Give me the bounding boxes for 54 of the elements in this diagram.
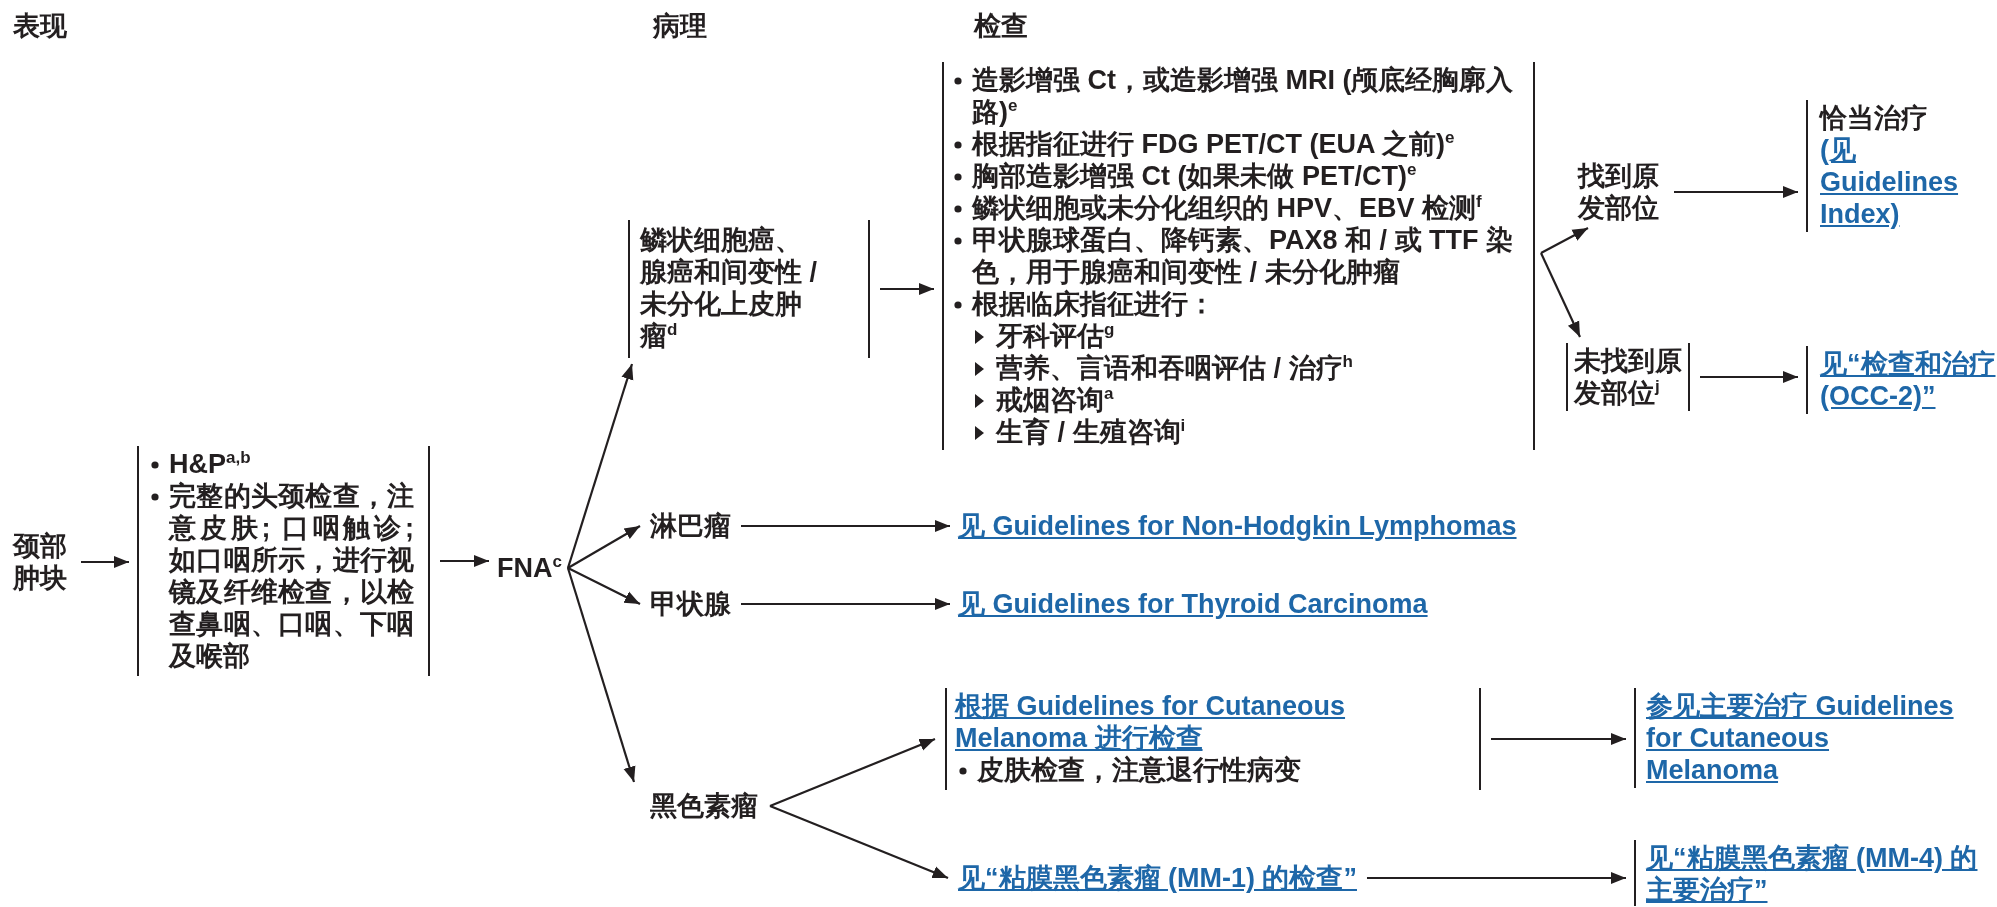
step-label: FNA$^{c}$ — [497, 552, 562, 584]
bracket-box — [628, 220, 870, 358]
column-heading: 病理 — [653, 10, 707, 42]
bullet-item: 皮肤检查，注意退行性病变 — [977, 754, 1302, 786]
bullet-item: 根据临床指征进行： — [972, 288, 1216, 320]
bullet-item: 完整的头颈检查，注意皮肤; 口咽触诊; 如口咽所示，进行视镜及纤维检查，以检查鼻咽、口咽、下咽及喉部 — [169, 480, 414, 672]
bullet-item: 鳞状细胞或未分化组织的 HPV、EBV 检测$^{f}$ — [972, 192, 1483, 224]
arrow — [1540, 227, 1589, 254]
arrow — [769, 805, 949, 879]
link-text: 根据 Guidelines for Cutaneous Melanoma 进行检查 — [955, 690, 1347, 754]
bracket-box — [137, 446, 430, 676]
sub-item: 戒烟咨询$^{a}$ — [996, 384, 1115, 416]
arrow — [81, 555, 129, 569]
arrow — [1700, 370, 1798, 384]
arrow — [1674, 185, 1798, 199]
link-text: 参见主要治疗 Guidelines for Cutaneous Melanoma — [1646, 690, 1955, 786]
link-text: (见 Guidelines Index) — [1820, 134, 1960, 230]
arrow — [1367, 871, 1626, 885]
arrow — [880, 282, 934, 296]
bullet-item: 甲状腺球蛋白、降钙素、PAX8 和 / 或 TTF 染色，用于腺癌和间变性 / 未分化肿瘤 — [972, 224, 1514, 288]
bracket-box — [1566, 343, 1690, 411]
column-heading: 表现 — [13, 10, 67, 42]
link-text: 见 Guidelines for Non-Hodgkin Lymphomas — [958, 510, 1517, 542]
arrow — [567, 567, 641, 605]
link-text: 见“粘膜黑色素瘤 (MM-4) 的主要治疗” — [1646, 842, 1979, 906]
arrow — [567, 525, 641, 569]
arrow — [741, 597, 950, 611]
sub-item: 生育 / 生殖咨询$^{i}$ — [996, 416, 1187, 448]
step-label: 颈部肿块 — [13, 530, 71, 594]
sub-item: 牙科评估$^{g}$ — [996, 320, 1116, 352]
step-label: 黑色素瘤 — [650, 790, 758, 822]
arrow — [1491, 732, 1626, 746]
step-label: 未找到原发部位$^{j}$ — [1574, 345, 1683, 409]
bracket-box — [945, 688, 1481, 790]
arrow — [566, 363, 634, 569]
arrow — [440, 554, 489, 568]
step-label: 鳞状细胞癌、腺癌和间变性 / 未分化上皮肿瘤$^{d}$ — [640, 224, 818, 352]
arrow — [741, 519, 950, 533]
arrow — [566, 567, 636, 783]
arrow — [769, 738, 936, 807]
link-text: 见“检查和治疗 (OCC-2)” — [1820, 348, 1997, 412]
sub-item: 营养、言语和吞咽评估 / 治疗$^{h}$ — [996, 352, 1354, 384]
step-label: 恰当治疗 — [1820, 102, 1929, 134]
step-label: 找到原发部位 — [1578, 160, 1664, 224]
bullet-item: H&P$^{a,b}$ — [169, 448, 252, 480]
step-label: 淋巴瘤 — [650, 510, 731, 542]
column-heading: 检查 — [974, 10, 1028, 42]
link-text: 见“粘膜黑色素瘤 (MM-1) 的检查” — [958, 862, 1357, 894]
step-label: 甲状腺 — [650, 588, 731, 620]
bullet-item: 根据指征进行 FDG PET/CT (EUA 之前)$^{e}$ — [972, 128, 1456, 160]
arrow — [1540, 252, 1581, 338]
bracket-box — [942, 62, 1535, 450]
bullet-item: 胸部造影增强 Ct (如果未做 PET/CT)$^{e}$ — [972, 160, 1418, 192]
link-text: 见 Guidelines for Thyroid Carcinoma — [958, 588, 1428, 620]
